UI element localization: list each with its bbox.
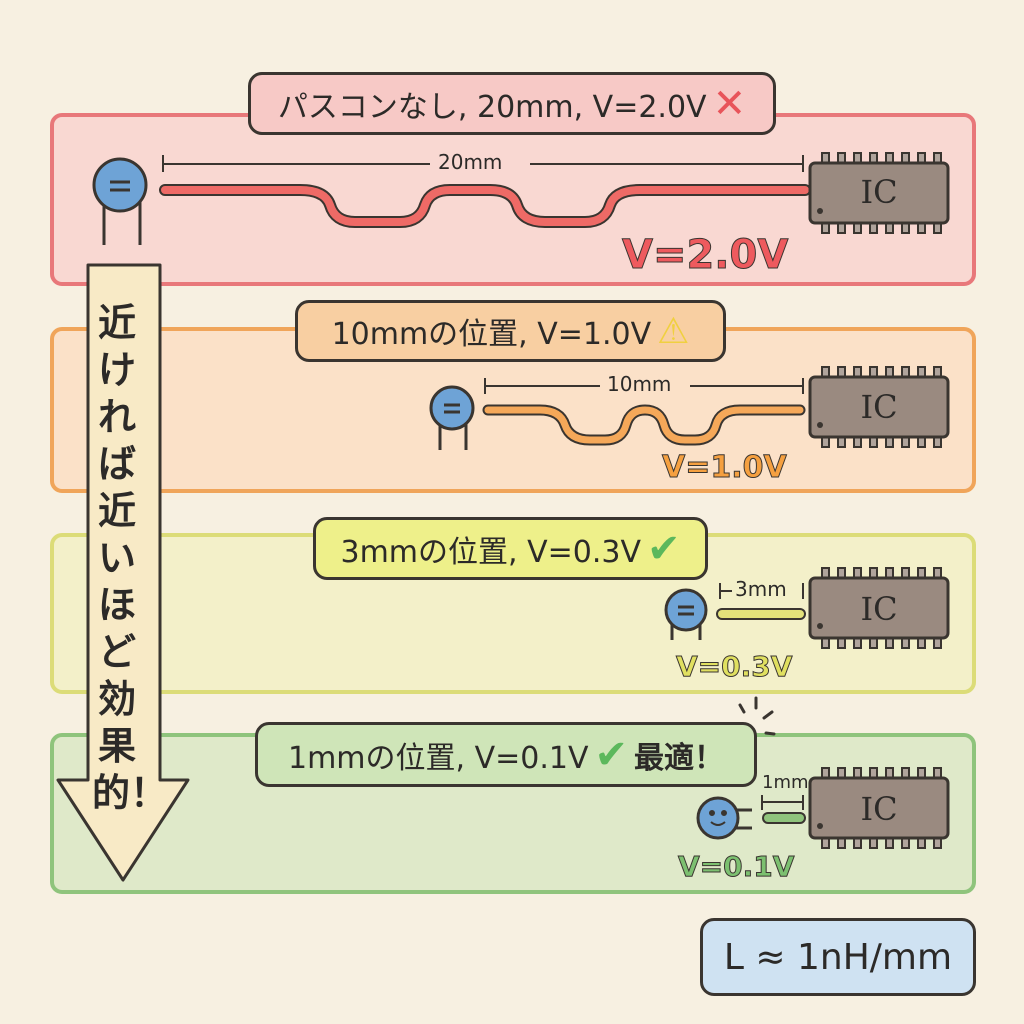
- ic-chip-icon: [808, 567, 950, 649]
- dimension-lines: [162, 155, 804, 810]
- panel-label-no-decap: パスコンなし, 20mm, V=2.0V ✕: [248, 72, 776, 135]
- cross-icon: ✕: [712, 80, 747, 127]
- trace-20mm: [159, 184, 811, 228]
- voltage-label: V=2.0V: [621, 232, 789, 279]
- voltage-label: V=0.1V: [677, 850, 795, 884]
- panel-label-3mm: 3mmの位置, V=0.3V ✔: [313, 517, 708, 580]
- distance-label: 20mm: [438, 150, 503, 174]
- arrow-caption: 近ければ近いほど効果的！: [92, 301, 169, 815]
- down-arrow: [56, 263, 190, 882]
- label-text: 10mmの位置, V=1.0V: [331, 317, 652, 352]
- distance-label: 1mm: [762, 772, 809, 793]
- ic-chip-icon: [808, 767, 950, 849]
- capacitor-icon: [429, 385, 475, 450]
- ic-label: IC: [860, 790, 898, 828]
- capacitor-icon: [92, 157, 148, 245]
- voltage-label: V=0.3V: [675, 650, 793, 684]
- distance-label: 10mm: [607, 372, 672, 396]
- distance-label: 3mm: [735, 577, 787, 601]
- check-icon: ✔: [646, 525, 681, 572]
- panel-label-10mm: 10mmの位置, V=1.0V ⚠: [295, 300, 726, 362]
- optimal-text: 最適！: [634, 740, 724, 776]
- panel-label-1mm: 1mmの位置, V=0.1V ✔ 最適！: [255, 722, 757, 787]
- warning-icon: ⚠: [657, 310, 690, 352]
- ic-chip-icon: [808, 366, 950, 448]
- inductance-formula: L ≈ 1nH/mm: [700, 918, 976, 996]
- label-text: 3mmの位置, V=0.3V: [340, 534, 641, 570]
- check-icon: ✔: [594, 731, 628, 778]
- ic-label: IC: [860, 590, 898, 628]
- label-text: 1mmの位置, V=0.1V: [287, 740, 589, 776]
- label-text: パスコンなし, 20mm, V=2.0V: [277, 89, 707, 125]
- voltage-label: V=1.0V: [662, 450, 788, 486]
- sparkle-icon: [738, 696, 776, 736]
- ic-label: IC: [860, 173, 898, 211]
- capacitor-icon: [664, 588, 708, 640]
- capacitor-smiling-icon: [696, 796, 752, 840]
- ic-chip-icon: [808, 152, 950, 234]
- trace-10mm: [482, 404, 806, 446]
- ic-label: IC: [860, 388, 898, 426]
- formula-text: L ≈ 1nH/mm: [723, 936, 953, 978]
